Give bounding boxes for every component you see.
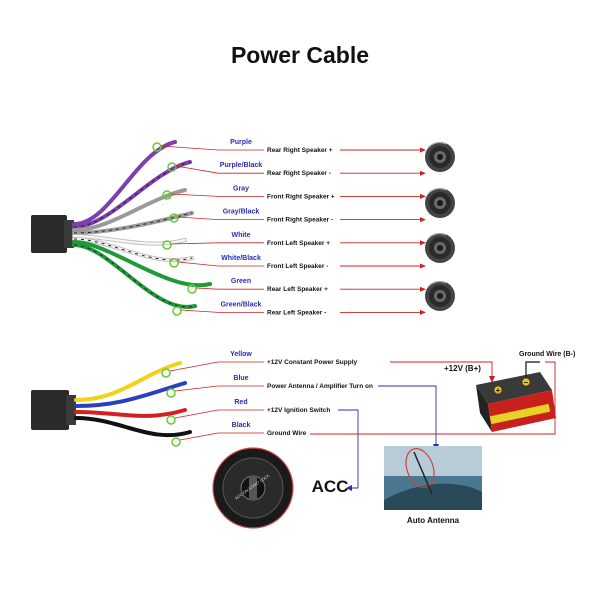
antenna-line	[378, 385, 437, 446]
wire-color-label: Green	[231, 278, 251, 285]
battery-positive-terminal	[493, 385, 503, 395]
arrow-head	[420, 286, 426, 292]
wire-color-label: Purple	[230, 139, 252, 146]
wire-marker	[166, 388, 176, 398]
wire-marker	[172, 306, 182, 316]
wire-marker	[161, 368, 171, 378]
wire-marker	[167, 162, 177, 172]
wire-function-label: Rear Left Speaker +	[267, 286, 328, 293]
leader-line	[174, 409, 219, 419]
wire-marker	[162, 240, 172, 250]
arrow-head	[420, 240, 426, 246]
wire-color-label: Purple/Black	[220, 162, 263, 169]
leader-line	[160, 145, 219, 151]
wire-function-label: Ground Wire	[267, 430, 307, 437]
wire-marker	[162, 190, 172, 200]
wire-function-label: +12V Ignition Switch	[267, 407, 330, 414]
leader-line	[180, 309, 219, 313]
antenna-label: Auto Antenna	[407, 516, 460, 525]
wire-marker	[171, 437, 181, 447]
arrow-head	[420, 263, 426, 269]
svg-text:–: –	[524, 378, 529, 387]
battery-icon: +–	[476, 361, 556, 432]
speaker-wire-core	[72, 234, 187, 245]
leader-line	[170, 193, 219, 197]
wire-color-label: White	[231, 232, 250, 239]
arrow-head	[420, 147, 426, 153]
power-section: Yellow +12V Constant Power SupplyBluePowe…	[31, 351, 575, 529]
speaker-icon	[425, 141, 455, 172]
power-wire	[74, 361, 182, 402]
arrow-head	[420, 309, 426, 315]
antenna-rod	[413, 451, 433, 495]
battery-ground-label: Ground Wire (B-)	[519, 351, 575, 358]
leader-line	[175, 165, 219, 174]
power-wire	[74, 416, 192, 438]
leader-line	[179, 432, 219, 441]
ground-line	[310, 361, 556, 435]
acc-label: ACC	[312, 477, 349, 496]
arrow-head	[420, 193, 426, 199]
arrow-head	[420, 217, 426, 223]
wire-marker	[187, 284, 197, 294]
speaker-connector-plug	[64, 220, 74, 248]
wire-function-label: Rear Left Speaker -	[267, 309, 326, 316]
leader-line	[170, 242, 219, 245]
power-connector	[31, 390, 69, 430]
ignition-switch-image: ACC ON START LOCK	[212, 447, 294, 529]
battery-positive-label: +12V (B+)	[444, 364, 481, 373]
speaker-wire-stripe	[73, 238, 193, 261]
arrow-head	[489, 376, 495, 383]
svg-text:+: +	[496, 386, 501, 395]
antenna-image	[384, 446, 482, 510]
speaker-wire-stripe	[73, 212, 193, 234]
arrow-head	[420, 170, 426, 176]
leader-line	[177, 261, 219, 267]
wire-function-label: +12V Constant Power Supply	[267, 359, 358, 366]
speaker-connector	[31, 215, 67, 253]
wire-function-label: Rear Right Speaker -	[267, 170, 331, 177]
speaker-wire	[72, 240, 212, 288]
wire-function-label: Power Antenna / Amplifier Turn on	[267, 383, 373, 390]
ignition-line	[338, 409, 359, 489]
wire-marker	[169, 258, 179, 268]
wire-color-label: White/Black	[221, 255, 261, 262]
power-wire	[74, 381, 187, 408]
wire-marker	[169, 213, 179, 223]
wire-function-label: Rear Right Speaker +	[267, 147, 333, 154]
speaker-wire	[72, 243, 197, 309]
constant-power-line	[390, 361, 493, 378]
leader-line	[174, 385, 219, 392]
wire-function-label: Front Left Speaker -	[267, 263, 328, 270]
leader-line	[177, 216, 219, 220]
speaker-wire	[72, 140, 177, 226]
wire-marker	[152, 142, 162, 152]
wire-color-label: Gray	[233, 185, 249, 192]
speaker-icon	[425, 232, 455, 263]
speaker-icon	[425, 280, 455, 311]
leader-line	[195, 287, 219, 290]
wire-color-label: Red	[234, 399, 247, 406]
wire-function-label: Front Right Speaker +	[267, 193, 335, 200]
wire-marker	[166, 415, 176, 425]
wire-color-label: Green/Black	[221, 301, 262, 308]
wire-color-label: Blue	[233, 375, 248, 382]
power-connector-plug	[66, 395, 76, 425]
wire-color-label: Yellow	[230, 351, 252, 358]
power-wire	[74, 408, 187, 418]
wire-function-label: Front Left Speaker +	[267, 240, 330, 247]
diagram-title: Power Cable	[230, 42, 370, 68]
wire-color-label: Black	[232, 422, 251, 429]
speaker-icon	[425, 187, 455, 218]
leader-line	[169, 361, 219, 372]
wire-color-label: Gray/Black	[223, 209, 260, 216]
arrow-head	[346, 485, 352, 491]
wire-function-label: Front Right Speaker -	[267, 217, 333, 224]
